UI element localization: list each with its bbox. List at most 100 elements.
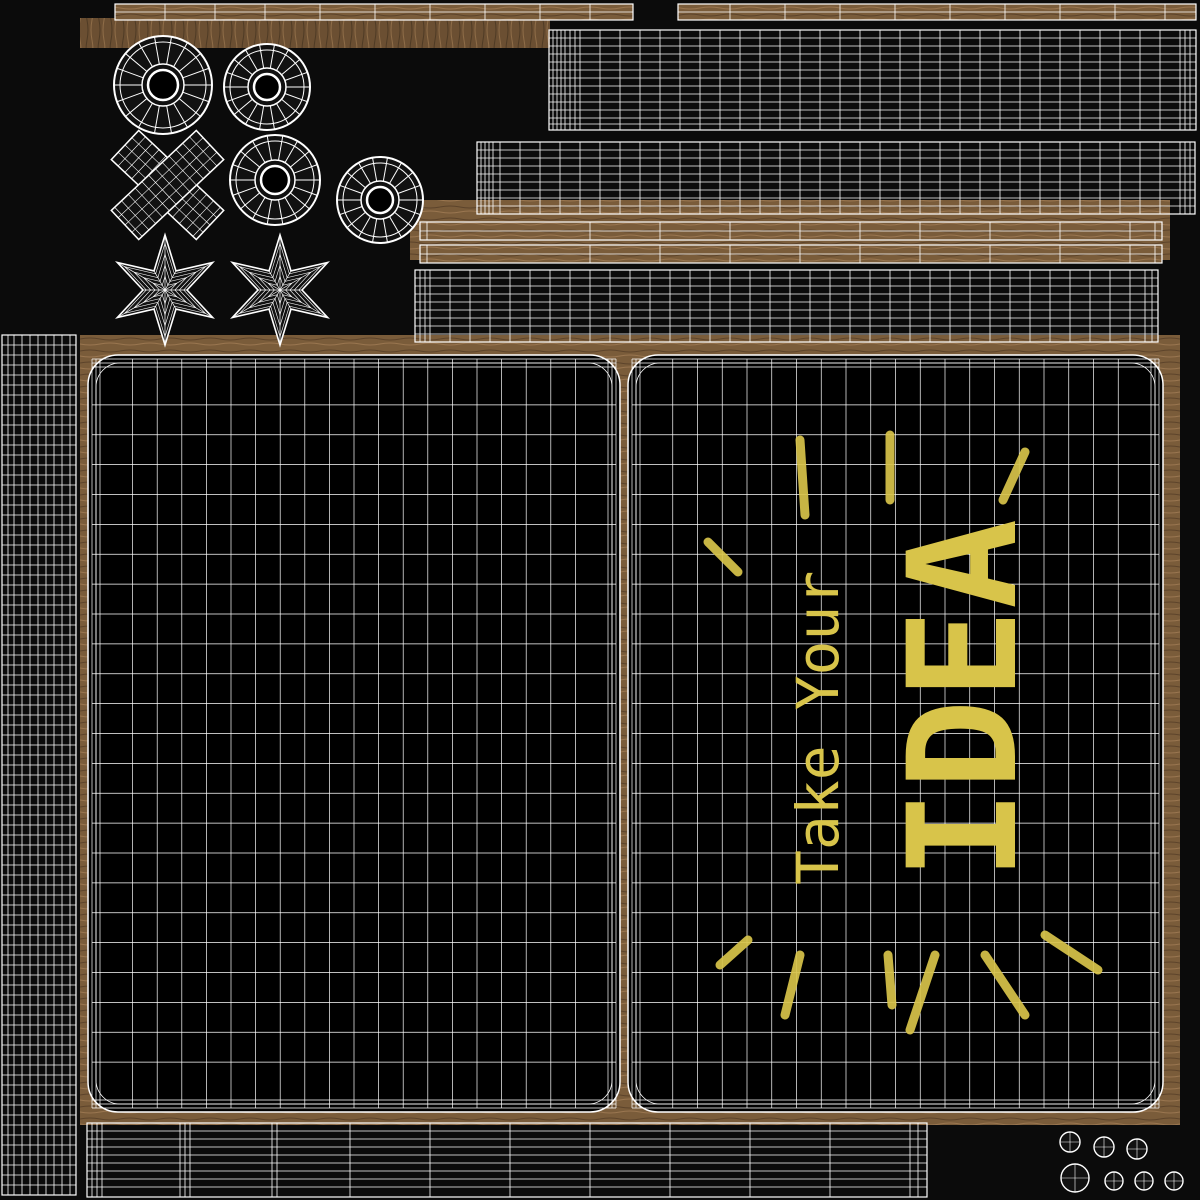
gear-spoke	[182, 91, 210, 103]
gear-spoke	[281, 98, 301, 116]
wood-rail-lower	[419, 244, 1163, 264]
gear-spoke	[178, 98, 201, 117]
gear-spoke	[269, 105, 275, 130]
gear-spoke	[138, 42, 153, 68]
gear-spoke	[259, 44, 265, 69]
gear-spoke	[233, 58, 253, 76]
chalk-text-line2: IDEA	[877, 519, 1051, 880]
gear-spoke	[284, 93, 308, 103]
gear-spoke	[232, 164, 257, 174]
gear-spoke	[182, 67, 210, 79]
gear-spoke	[240, 192, 261, 210]
gear-spoke	[372, 218, 378, 243]
gear-spoke	[339, 206, 363, 216]
gear-hole	[252, 72, 282, 102]
gear-spoke	[397, 206, 421, 216]
gear-spoke	[226, 71, 250, 81]
grid-border	[476, 141, 1196, 215]
gear-spoke	[245, 49, 258, 71]
wood-rail-upper	[419, 221, 1163, 241]
chalk-drawing	[703, 430, 1103, 1035]
chalk-text-group: Take Your IDEA	[784, 519, 1051, 885]
gear-spoke	[389, 216, 402, 238]
mesh-strip-bottom	[86, 1122, 928, 1198]
gear-spoke	[259, 105, 265, 130]
gear-spoke	[173, 42, 188, 68]
gear-spoke	[281, 58, 301, 76]
gear-spoke	[173, 102, 188, 128]
gear-spoke	[346, 211, 366, 229]
gear-spoke	[346, 171, 366, 189]
gear-spoke	[166, 36, 173, 65]
gear-spoke	[266, 199, 273, 225]
gear-spoke	[382, 157, 388, 182]
gear-spoke	[284, 71, 308, 81]
gear-spoke	[153, 36, 160, 65]
gear-ring-icon	[229, 134, 321, 226]
gear-spoke	[358, 162, 371, 184]
star-ring	[152, 275, 178, 305]
gear-spoke	[293, 164, 318, 174]
gear-ring-icon	[223, 43, 311, 131]
gear-spoke	[245, 103, 258, 125]
gear-spoke	[293, 186, 318, 196]
gear-spoke	[266, 135, 273, 161]
gear-ring-icon	[113, 35, 213, 135]
grid-border	[414, 269, 1159, 343]
star-ring	[248, 253, 312, 327]
gear-spoke	[116, 91, 144, 103]
gear-spoke	[284, 197, 298, 220]
gear-spoke	[125, 98, 148, 117]
gear-spoke	[372, 157, 378, 182]
gear-spoke	[389, 162, 402, 184]
chalk-text-line1: Take Your	[784, 571, 852, 885]
star-ring	[123, 242, 207, 338]
gear-spoke	[269, 44, 275, 69]
star-ring	[267, 275, 293, 305]
gear-hole	[259, 164, 291, 196]
star-ring	[238, 242, 322, 338]
cross-line	[124, 144, 211, 226]
gear-spoke	[394, 171, 414, 189]
gear-spoke	[166, 105, 173, 134]
gear-spoke	[276, 103, 289, 125]
gear-spoke	[178, 53, 201, 72]
star-mesh-icon	[115, 232, 215, 348]
mesh-strip-left-vertical	[1, 334, 77, 1196]
gear-spoke	[232, 186, 257, 196]
gear-spoke	[397, 184, 421, 194]
top-plank-right	[677, 3, 1197, 21]
mesh-strip-top-right	[548, 29, 1197, 131]
mesh-strip-lower	[414, 269, 1159, 343]
grid-border	[86, 1122, 928, 1198]
gear-ring-icon	[336, 156, 424, 244]
gear-spoke	[125, 53, 148, 72]
cross-mesh-icon	[110, 129, 225, 241]
star-ring	[133, 253, 197, 327]
gear-spoke	[289, 192, 310, 210]
gear-spoke	[226, 93, 250, 103]
gear-hole	[146, 68, 180, 102]
gear-spoke	[153, 105, 160, 134]
mesh-strip-middle	[476, 141, 1196, 215]
star-ring	[142, 264, 188, 316]
gear-spoke	[382, 218, 388, 243]
star-ring	[257, 264, 303, 316]
gear-spoke	[240, 150, 261, 168]
board-panel-left	[87, 354, 621, 1113]
gear-spoke	[277, 199, 284, 225]
gear-spoke	[138, 102, 153, 128]
gear-spoke	[116, 67, 144, 79]
gear-spoke	[339, 184, 363, 194]
gear-spoke	[284, 140, 298, 163]
gear-spoke	[289, 150, 310, 168]
gear-hole	[365, 185, 395, 215]
gear-spoke	[276, 49, 289, 71]
small-sphere-icon	[1059, 1131, 1184, 1193]
gear-spoke	[233, 98, 253, 116]
cross-line	[117, 137, 204, 218]
gear-spoke	[394, 211, 414, 229]
star-mesh-icon	[230, 232, 330, 348]
top-plank-left	[114, 3, 634, 21]
